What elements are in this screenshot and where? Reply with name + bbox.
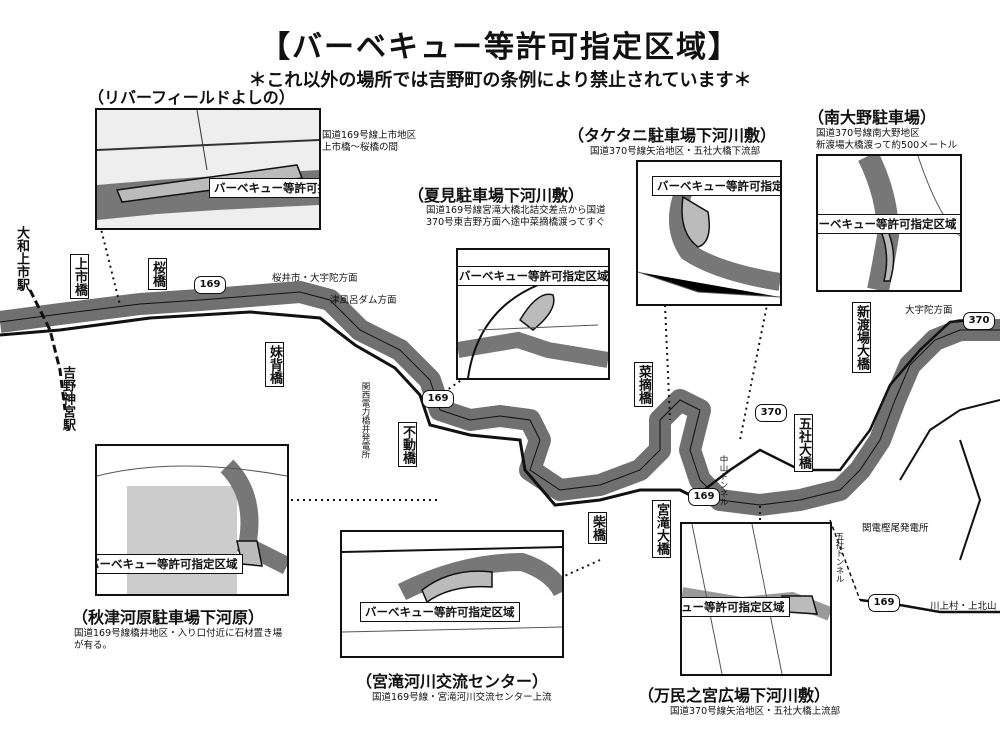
page-title: 【バーベキュー等許可指定区域】 (260, 30, 740, 65)
panel-title-miyataki: （宮滝河川交流センター） (356, 672, 549, 691)
route-shield: 370 (755, 404, 787, 422)
panel-taketani: バーベキュー等許可指定区域 (636, 160, 782, 306)
panel-note-minami-ohno: 国道370号線南大野地区 新渡場大橋渡って約500メートル (816, 128, 958, 151)
place-gosha-tunnel: 五社トンネル (834, 532, 844, 583)
zone-label-akizu: バーベキュー等許可指定区域 (97, 554, 243, 574)
panel-title-taketani: （タケタニ駐車場下河川敷） (568, 126, 777, 145)
zone-label-taketani: バーベキュー等許可指定区域 (652, 176, 780, 196)
bridge-label-kamiichi: 上市橋 (70, 254, 89, 299)
panel-note-akizu: 国道169号線橋井地区・入り口付近に石材置き場 が有る。 (74, 628, 283, 651)
panel-minami-ohno: バーベキュー等許可指定区域 (816, 154, 962, 292)
panel-note-natsumi: 国道169号線宮滝大橋北詰交差点から国道 370号東吉野方面へ途中菜摘橋渡ってす… (426, 205, 606, 228)
route-shield: 169 (422, 390, 454, 408)
place-tsuburo: 津風呂ダム方面 (330, 295, 397, 306)
route-shield: 169 (688, 488, 720, 506)
bridge-label-sakura: 桜橋 (148, 258, 167, 290)
bridge-label-miyataki: 宮滝大橋 (652, 500, 671, 558)
panel-title-river-field: （リバーフィールドよしの） (88, 88, 295, 107)
panel-note-river-field: 国道169号線上市地区 上市橋～桜橋の間 (322, 130, 417, 153)
zone-label-banmin: バーベキュー等許可指定区域 (682, 597, 790, 617)
panel-banmin: バーベキュー等許可指定区域 (680, 522, 832, 676)
panel-miyataki: バーベキュー等許可指定区域 (340, 530, 564, 658)
route-shield: 169 (194, 276, 226, 294)
zone-label-minami-ohno: バーベキュー等許可指定区域 (818, 214, 960, 234)
panel-note-banmin: 国道370号線矢治地区・五社大橋上流部 (670, 706, 841, 717)
station-label-yoshino-jingu: 吉野神宮駅 (60, 366, 75, 431)
place-ouda: 大宇陀方面 (905, 305, 953, 316)
panel-note-taketani: 国道370号線矢治地区・五社大橋下流部 (590, 146, 761, 157)
bridge-label-shinwataba: 新渡場大橋 (852, 302, 871, 373)
zone-label-natsumi: バーベキュー等許可指定区域 (458, 266, 608, 286)
place-kawakami: 川上村・上北山 (930, 601, 997, 612)
station-label-yamato-kamiichi: 大和上市駅 (14, 226, 29, 291)
panel-note-miyataki: 国道169号線・宮滝河川交流センター上流 (372, 692, 552, 703)
place-power-plant: 関電樫尾発電所 (862, 523, 929, 534)
place-sakurai: 桜井市・大宇陀方面 (272, 273, 358, 284)
panel-title-akizu: （秋津河原駐車場下河原） (72, 608, 265, 627)
zone-label-river-field: バーベキュー等許可指定区域 (209, 178, 319, 198)
bridge-label-natsumi: 菜摘橋 (634, 362, 653, 407)
page-subtitle: ＊これ以外の場所では吉野町の条例により禁止されています＊ (248, 70, 752, 91)
panel-river-field: バーベキュー等許可指定区域 (95, 108, 321, 230)
panel-natsumi: バーベキュー等許可指定区域 (456, 248, 610, 380)
bridge-label-imose: 妹背橋 (265, 342, 284, 387)
panel-title-minami-ohno: （南大野駐車場） (808, 108, 937, 127)
zone-label-miyataki: バーベキュー等許可指定区域 (360, 602, 520, 622)
panel-title-natsumi: （夏見駐車場下河川敷） (408, 186, 585, 205)
panel-title-banmin: （万民之宮広場下河川敷） (638, 686, 831, 705)
road-169 (0, 310, 701, 507)
route-shield: 370 (963, 312, 995, 330)
road-370 (694, 316, 991, 498)
bridge-label-gosha: 五社大橋 (794, 414, 813, 472)
bridge-label-fudo: 不動橋 (398, 422, 417, 467)
place-kansai-power: 関西電力橋井発電所 (360, 382, 370, 459)
bridge-label-shiba: 柴橋 (588, 512, 607, 544)
panel-akizu: バーベキュー等許可指定区域 (95, 444, 289, 596)
route-shield: 169 (868, 594, 900, 612)
place-nakayama-tunnel: 中山トンネル (718, 455, 728, 506)
